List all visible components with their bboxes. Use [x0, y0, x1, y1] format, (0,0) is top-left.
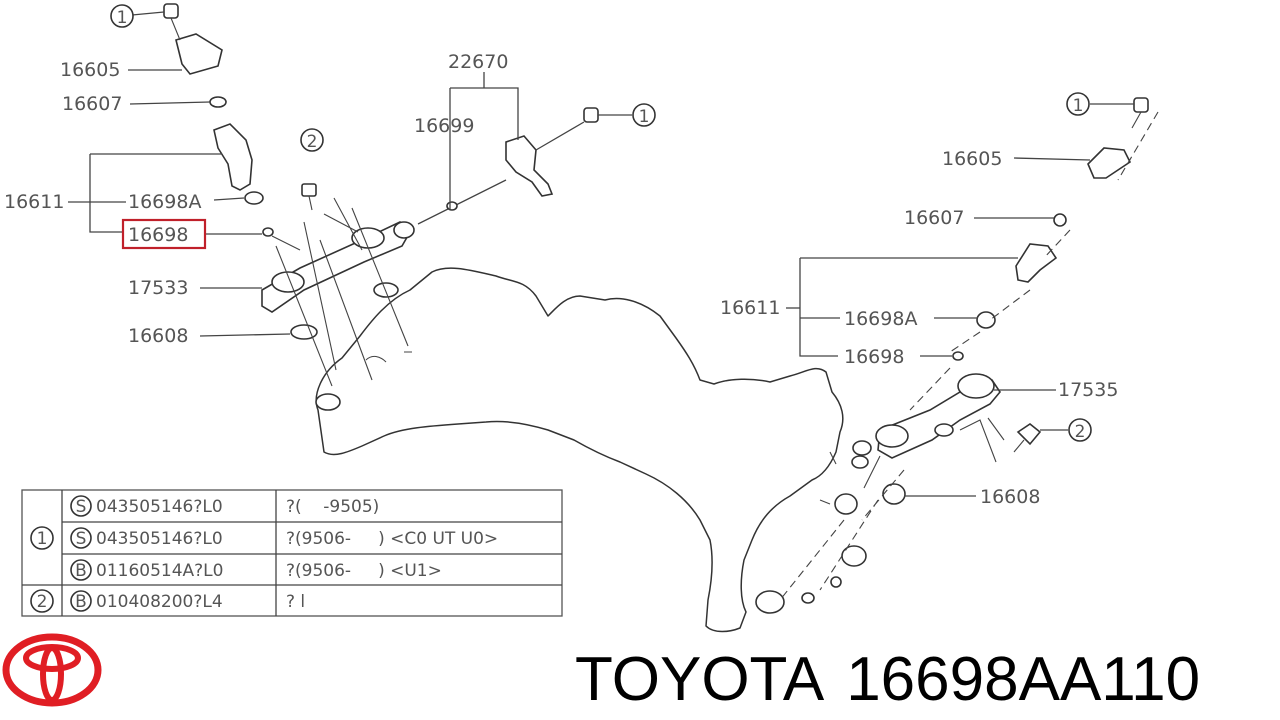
svg-text:1: 1: [1073, 96, 1084, 116]
label-left-16608: 16608: [128, 325, 188, 347]
callout-1-top: 1: [110, 4, 134, 28]
svg-text:1: 1: [117, 8, 128, 28]
svg-text:? l: ? l: [286, 592, 305, 612]
right-injector-16611: [1015, 243, 1058, 283]
svg-text:043505146?L0: 043505146?L0: [96, 497, 223, 517]
engine-detail-line: [365, 351, 837, 505]
label-right-16698A: 16698A: [844, 308, 917, 330]
svg-text:S: S: [76, 497, 87, 517]
svg-text:?( -9505): ?( -9505): [286, 497, 379, 517]
callout-1-mid: 1: [632, 103, 656, 127]
svg-text:2: 2: [307, 132, 318, 152]
parts-table: 1 2 S 043505146?L0 ?( -9505) S 043505146…: [21, 489, 563, 617]
svg-text:1: 1: [37, 529, 48, 549]
callout-2-right: 2: [1068, 418, 1092, 442]
label-left-16605: 16605: [60, 59, 120, 81]
label-right-17535: 17535: [1058, 379, 1118, 401]
highlight-box-16698: [121, 218, 207, 250]
right-insulator-16608: [882, 483, 906, 505]
label-right-16607: 16607: [904, 207, 964, 229]
svg-text:?(9506- ) <C0 UT U0>: ?(9506- ) <C0 UT U0>: [286, 529, 498, 549]
callout-1-right: 1: [1066, 92, 1090, 116]
right-bolt-2: [1016, 423, 1042, 446]
footer-brand: TOYOTA: [575, 645, 825, 714]
label-22670: 22670: [448, 51, 508, 73]
table-row: S 043505146?L0 ?( -9505): [70, 495, 379, 517]
label-right-16605: 16605: [942, 148, 1002, 170]
left-bolt-2: [301, 183, 317, 197]
label-left-16698A: 16698A: [128, 191, 201, 213]
callout-2-left: 2: [300, 128, 324, 152]
left-seal-16698: [262, 227, 274, 237]
svg-text:S: S: [76, 529, 87, 549]
footer-title: TOYOTA 16698AA110: [575, 640, 1275, 720]
right-fuel-rail-17535: [877, 379, 1001, 459]
label-left-16698: 16698: [128, 224, 188, 246]
svg-text:2: 2: [37, 592, 48, 612]
svg-text:?(9506- ) <U1>: ?(9506- ) <U1>: [286, 561, 442, 581]
label-right-16698: 16698: [844, 346, 904, 368]
left-insulator-16608: [290, 324, 318, 340]
regulator-bolt: [583, 107, 599, 123]
right-oring-16607: [1053, 213, 1067, 227]
pressure-regulator-22670: [505, 135, 554, 197]
label-left-16607: 16607: [62, 93, 122, 115]
svg-text:01160514A?L0: 01160514A?L0: [96, 561, 223, 581]
label-left-16611: 16611: [4, 191, 64, 213]
toyota-logo: [2, 633, 102, 707]
left-bracket-16605: [175, 33, 223, 75]
svg-text:B: B: [75, 561, 87, 581]
svg-text:1: 1: [639, 107, 650, 127]
svg-text:B: B: [75, 592, 87, 612]
engine-block-outline: [315, 267, 844, 633]
right-oring-16698A: [976, 311, 996, 329]
table-row: S 043505146?L0 ?(9506- ) <C0 UT U0>: [70, 527, 498, 549]
table-row: B 010408200?L4 ? l: [70, 590, 305, 612]
left-oring-16607: [209, 96, 227, 108]
right-bracket-16605: [1087, 147, 1132, 179]
label-right-16611: 16611: [720, 297, 780, 319]
left-injector-16611: [213, 123, 253, 191]
svg-text:010408200?L4: 010408200?L4: [96, 592, 223, 612]
footer-part-number: 16698AA110: [846, 645, 1201, 714]
right-seal-16698: [952, 351, 964, 361]
label-16699: 16699: [414, 115, 474, 137]
svg-text:2: 2: [1075, 422, 1086, 442]
right-bolt-top: [1133, 97, 1149, 113]
left-oring-16698A: [244, 191, 264, 205]
svg-text:043505146?L0: 043505146?L0: [96, 529, 223, 549]
left-bolt-top: [163, 3, 179, 19]
table-row: B 01160514A?L0 ?(9506- ) <U1>: [70, 559, 442, 581]
label-left-17533: 17533: [128, 277, 188, 299]
label-right-16608: 16608: [980, 486, 1040, 508]
